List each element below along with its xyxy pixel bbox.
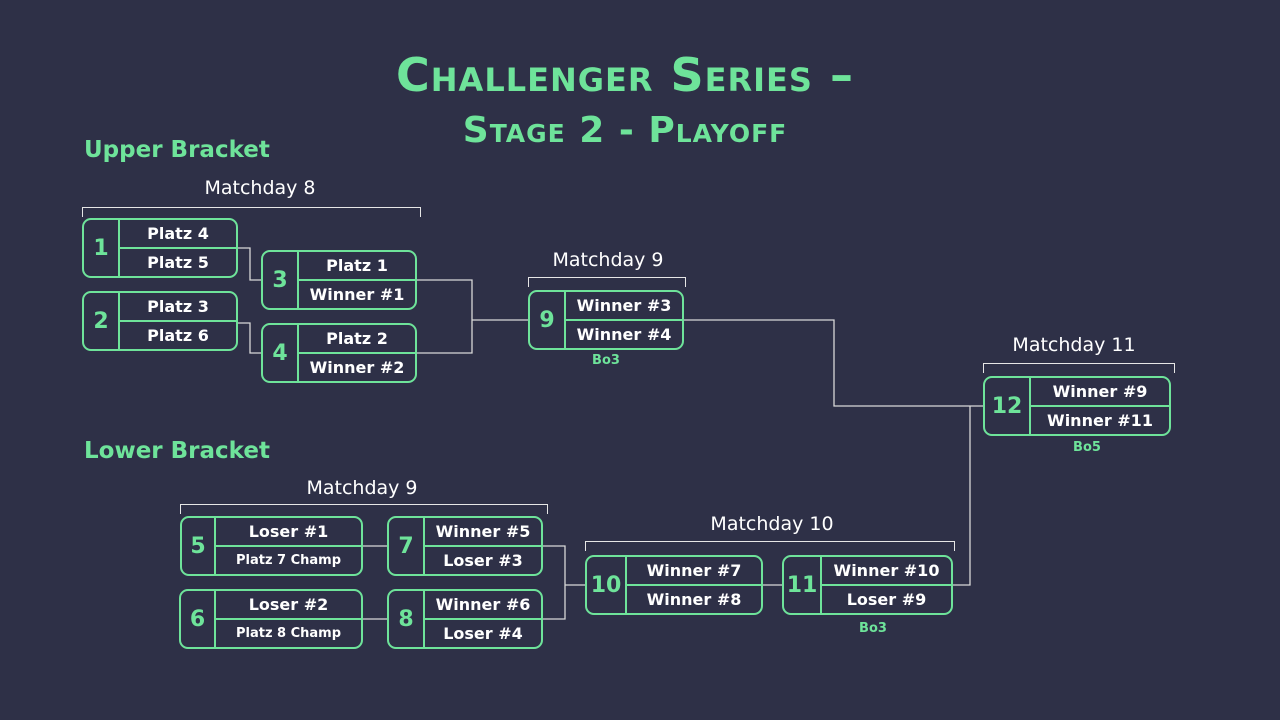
team-slot: Winner #8: [627, 584, 761, 613]
team-slot: Platz 7 Champ: [216, 545, 361, 574]
matchday-label: Matchday 11: [1012, 334, 1136, 356]
match-number: 6: [181, 591, 216, 647]
match-number: 7: [389, 518, 425, 574]
match-box-8: 8 Winner #6 Loser #4: [387, 589, 543, 649]
match-number: 12: [985, 378, 1031, 434]
team-slot: Winner #3: [576, 296, 672, 315]
match-teams: Platz 2 Winner #2: [299, 325, 415, 381]
match-teams: Platz 3 Platz 6: [120, 293, 236, 349]
team-slot: Platz 2: [326, 329, 388, 348]
match-teams: Winner #5 Loser #3: [425, 518, 541, 574]
connector-3-4-9: [417, 279, 473, 354]
title-line-2: Stage 2 - Playoff: [462, 110, 788, 151]
matchday-bracket: [585, 541, 955, 551]
match-teams: Winner #7 Winner #8: [627, 557, 761, 613]
matchday-label: Matchday 9: [552, 249, 664, 271]
matchday-bracket: [983, 363, 1175, 373]
match-number: 11: [784, 557, 822, 613]
match-box-5: 5 Loser #1 Platz 7 Champ: [180, 516, 363, 576]
match-box-3: 3 Platz 1 Winner #1: [261, 250, 417, 310]
match-number: 4: [263, 325, 299, 381]
team-slot: Winner #4: [566, 319, 682, 348]
connector-9-12: [684, 319, 983, 407]
team-slot: Winner #7: [646, 561, 742, 580]
format-label: Bo3: [592, 353, 620, 368]
match-box-4: 4 Platz 2 Winner #2: [261, 323, 417, 383]
matchday-label: Matchday 9: [306, 477, 418, 499]
format-label: Bo5: [1073, 440, 1101, 455]
lower-bracket-label: Lower Bracket: [84, 438, 270, 464]
match-teams: Winner #9 Winner #11: [1031, 378, 1169, 434]
match-number: 3: [263, 252, 299, 308]
match-box-7: 7 Winner #5 Loser #3: [387, 516, 543, 576]
title-line-1: Challenger Series –: [396, 48, 854, 102]
match-box-9: 9 Winner #3 Winner #4: [528, 290, 684, 350]
team-slot: Winner #9: [1052, 382, 1148, 401]
match-box-2: 2 Platz 3 Platz 6: [82, 291, 238, 351]
match-box-6: 6 Loser #2 Platz 8 Champ: [179, 589, 363, 649]
match-number: 2: [84, 293, 120, 349]
team-slot: Winner #6: [435, 595, 531, 614]
connector-11-12: [953, 406, 971, 586]
match-teams: Winner #6 Loser #4: [425, 591, 541, 647]
match-number: 5: [182, 518, 216, 574]
match-teams: Winner #3 Winner #4: [566, 292, 682, 348]
team-slot: Loser #1: [248, 522, 329, 541]
team-slot: Platz 8 Champ: [216, 618, 361, 647]
match-teams: Platz 1 Winner #1: [299, 252, 415, 308]
match-teams: Loser #2 Platz 8 Champ: [216, 591, 361, 647]
connector-2-4: [238, 322, 261, 354]
team-slot: Platz 4: [147, 224, 209, 243]
match-box-1: 1 Platz 4 Platz 5: [82, 218, 238, 278]
match-box-12: 12 Winner #9 Winner #11: [983, 376, 1171, 436]
match-number: 1: [84, 220, 120, 276]
team-slot: Platz 5: [120, 247, 236, 276]
format-label: Bo3: [859, 621, 887, 636]
team-slot: Loser #3: [425, 545, 541, 574]
team-slot: Loser #4: [425, 618, 541, 647]
matchday-bracket: [528, 277, 686, 287]
team-slot: Winner #1: [299, 279, 415, 308]
match-number: 9: [530, 292, 566, 348]
team-slot: Winner #10: [833, 561, 940, 580]
team-slot: Winner #11: [1031, 405, 1169, 434]
matchday-label: Matchday 10: [710, 513, 834, 535]
match-box-10: 10 Winner #7 Winner #8: [585, 555, 763, 615]
matchday-bracket: [82, 207, 421, 217]
team-slot: Platz 1: [326, 256, 388, 275]
match-teams: Loser #1 Platz 7 Champ: [216, 518, 361, 574]
matchday-label: Matchday 8: [204, 177, 316, 199]
connector-7-8-10: [543, 545, 566, 620]
upper-bracket-label: Upper Bracket: [84, 137, 270, 163]
matchday-bracket: [180, 504, 548, 514]
team-slot: Loser #9: [822, 584, 951, 613]
match-number: 8: [389, 591, 425, 647]
team-slot: Loser #2: [248, 595, 329, 614]
connector-1-3: [238, 247, 261, 281]
match-number: 10: [587, 557, 627, 613]
team-slot: Platz 6: [120, 320, 236, 349]
match-teams: Platz 4 Platz 5: [120, 220, 236, 276]
team-slot: Winner #5: [435, 522, 531, 541]
team-slot: Platz 3: [147, 297, 209, 316]
team-slot: Winner #2: [299, 352, 415, 381]
